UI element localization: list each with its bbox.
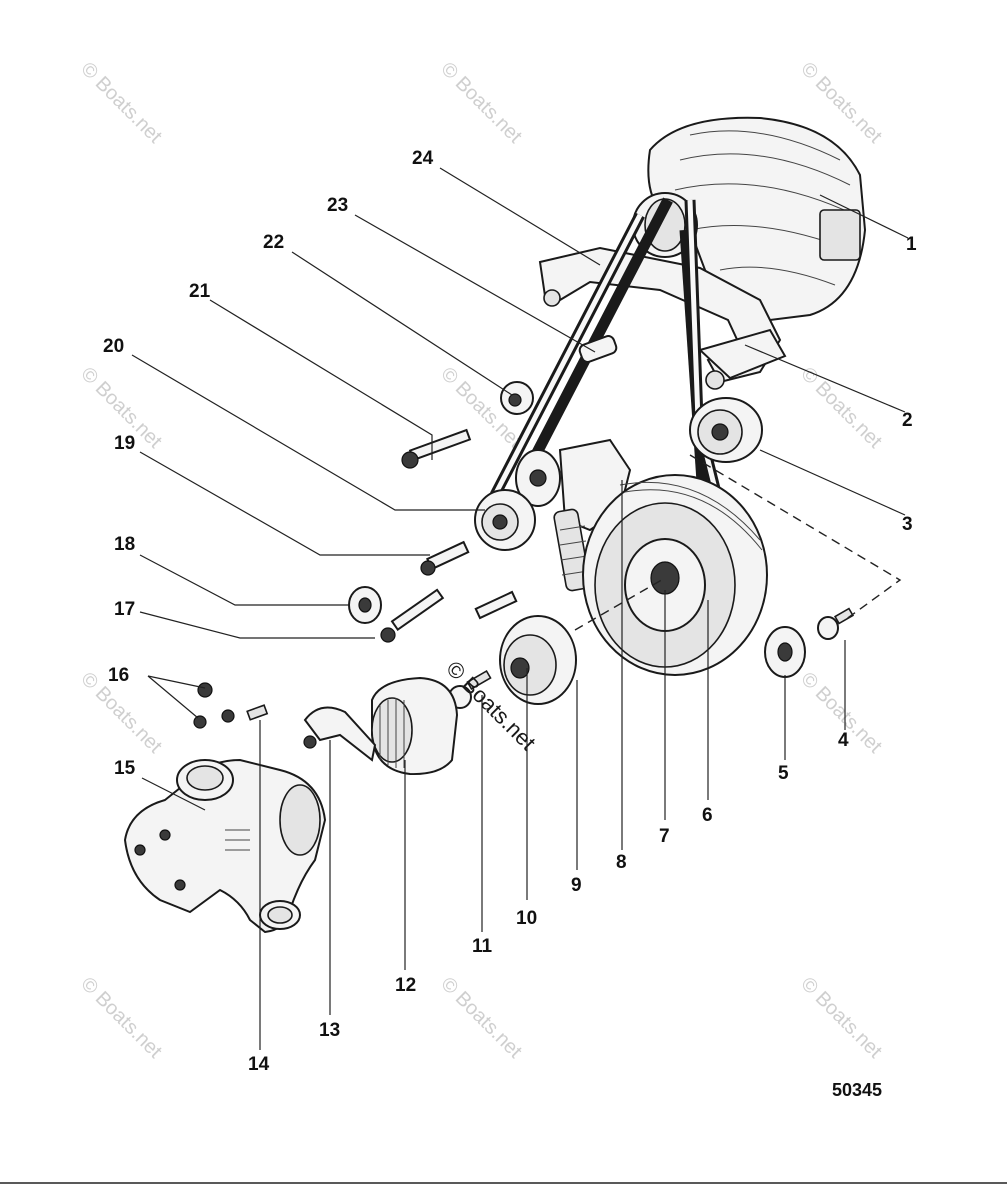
callout-7: 7: [659, 826, 670, 847]
callout-18: 18: [114, 534, 135, 555]
washer-18: [348, 586, 382, 624]
callout-24: 24: [412, 148, 434, 169]
callout-6: 6: [702, 805, 713, 826]
center-line: [574, 577, 666, 631]
callout-23: 23: [327, 195, 348, 216]
bracket-13: [303, 706, 377, 762]
callout-16: 16: [108, 665, 129, 686]
drawing-number: 50345: [832, 1080, 882, 1100]
center-line: [689, 454, 902, 621]
watermark: © Boats.net: [796, 363, 886, 453]
idler-pulley-22: [500, 381, 534, 415]
watermark: © Boats.net: [76, 58, 166, 148]
watermark: © Boats.net: [796, 973, 886, 1063]
callout-2: 2: [902, 410, 913, 431]
callout-17: 17: [114, 599, 135, 620]
bolt-4: [817, 607, 855, 640]
washer-5: [764, 626, 806, 678]
bolt-19: [420, 540, 470, 576]
screws-14-16: [193, 682, 269, 729]
callout-12: 12: [395, 975, 416, 996]
callout-10: 10: [516, 908, 537, 929]
callout-22: 22: [263, 232, 284, 253]
callout-15: 15: [114, 758, 136, 779]
callout-8: 8: [616, 852, 627, 873]
callout-21: 21: [189, 281, 211, 302]
callout-9: 9: [571, 875, 582, 896]
bolt-17: [380, 588, 445, 643]
bolt-21: [401, 428, 472, 469]
watermark: © Boats.net: [76, 973, 166, 1063]
coupling-12: [371, 676, 459, 776]
callout-19: 19: [114, 433, 135, 454]
stud-23: [578, 335, 618, 363]
callouts: 1 2 3 4 5 6 7 8 9 10 11 12 13 14 15 16 1…: [103, 148, 917, 1075]
callout-3: 3: [902, 514, 913, 535]
drive-gear: [474, 590, 577, 705]
callout-5: 5: [778, 763, 789, 784]
sea-water-pump: [123, 758, 327, 934]
leader-lines: [131, 167, 909, 1050]
callout-1: 1: [906, 234, 917, 255]
callout-20: 20: [103, 336, 124, 357]
idler-pulley-3: [689, 397, 763, 463]
callout-14: 14: [248, 1054, 270, 1075]
callout-4: 4: [838, 730, 849, 751]
callout-13: 13: [319, 1020, 340, 1041]
watermark: © Boats.net: [436, 58, 526, 148]
watermark: © Boats.net: [436, 973, 526, 1063]
belt-tensioner: [474, 438, 632, 592]
crankshaft-pulley: [582, 474, 768, 676]
callout-11: 11: [472, 936, 493, 957]
